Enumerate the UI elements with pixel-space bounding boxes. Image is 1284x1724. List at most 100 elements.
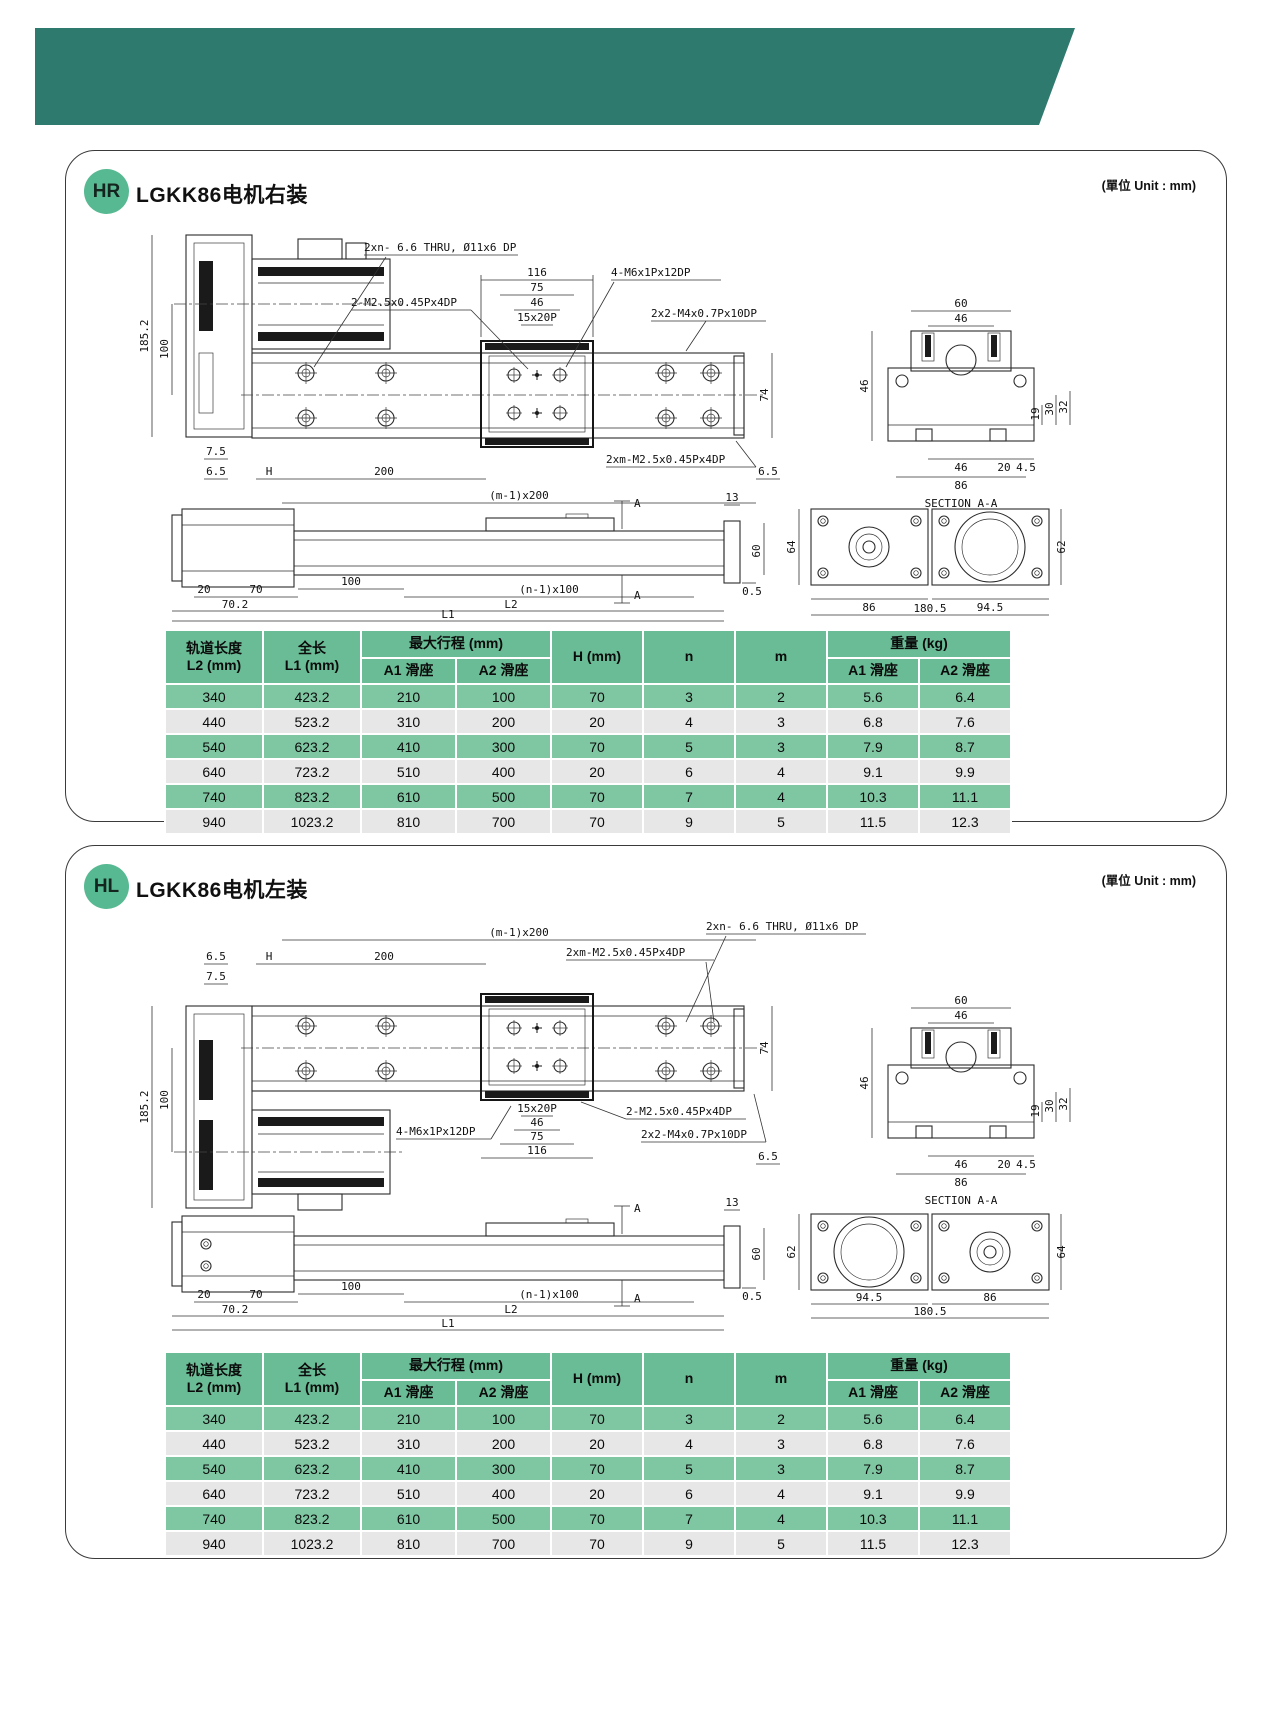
table-cell: 423.2 — [262, 683, 362, 710]
dim-label: 46 — [530, 1116, 543, 1129]
section-mark: A — [634, 1292, 641, 1305]
table-cell: 510 — [360, 1480, 457, 1507]
table-cell: 8.7 — [918, 1455, 1012, 1482]
dim-label: 70.2 — [222, 598, 249, 611]
dim-label: 64 — [1055, 1245, 1068, 1259]
table-cell: 940 — [164, 1530, 264, 1557]
dim-label: 19 — [1029, 1104, 1042, 1117]
hl-panel: HL LGKK86电机左装 (單位 Unit : mm) (m-1)x200 2… — [65, 845, 1227, 1559]
dim-label: 200 — [374, 465, 394, 478]
table-cell: 9.9 — [918, 1480, 1012, 1507]
table-cell: 940 — [164, 808, 264, 835]
table-cell: 70 — [550, 1505, 644, 1532]
dim-label: 94.5 — [856, 1291, 883, 1304]
col-header-h: H (mm) — [550, 629, 644, 685]
dim-label: 200 — [374, 950, 394, 963]
dim-label: 185.2 — [138, 319, 151, 352]
table-cell: 700 — [455, 808, 552, 835]
table-cell: 540 — [164, 1455, 264, 1482]
col-header-weight: 重量 (kg) — [826, 629, 1012, 659]
hl-plan-dimensions-top: (m-1)x200 200 6.5 H 7.5 2xn- 6.6 THRU, Ø… — [204, 920, 866, 1023]
table-cell: 6.8 — [826, 1430, 920, 1457]
col-header-a1-slider: A1 滑座 — [360, 657, 457, 685]
hl-title: LGKK86电机左装 — [136, 879, 308, 902]
dim-label: 46 — [954, 1009, 967, 1022]
dim-label: (n-1)x100 — [519, 1288, 579, 1301]
section-mark: A — [634, 1202, 641, 1215]
table-cell: 1023.2 — [262, 1530, 362, 1557]
dim-label: 19 — [1029, 407, 1042, 420]
table-cell: 70 — [550, 783, 644, 810]
table-cell: 3 — [734, 1430, 828, 1457]
top-banner — [35, 28, 1075, 125]
table-cell: 4 — [734, 758, 828, 785]
dim-label: 100 — [158, 339, 171, 359]
col-header-weight: 重量 (kg) — [826, 1351, 1012, 1381]
dim-label: 180.5 — [913, 1305, 946, 1318]
dim-label: 70.2 — [222, 1303, 249, 1316]
table-cell: 4 — [734, 783, 828, 810]
table-cell: 410 — [360, 1455, 457, 1482]
dim-label: H — [266, 950, 273, 963]
table-cell: 723.2 — [262, 1480, 362, 1507]
table-cell: 6.4 — [918, 1405, 1012, 1432]
table-cell: 6 — [642, 758, 736, 785]
dim-label: L2 — [504, 1303, 517, 1316]
dim-label: 86 — [983, 1291, 996, 1304]
dim-label: 15x20P — [517, 311, 557, 324]
col-header-max-stroke: 最大行程 (mm) — [360, 629, 552, 659]
table-cell: 100 — [455, 683, 552, 710]
dim-label: 6.5 — [206, 465, 226, 478]
col-header-a2-slider: A2 滑座 — [455, 1379, 552, 1407]
dim-label: 86 — [862, 601, 875, 614]
hl-plan-view — [174, 993, 766, 1211]
table-cell: 640 — [164, 1480, 264, 1507]
table-cell: 810 — [360, 1530, 457, 1557]
dim-label: 7.5 — [206, 445, 226, 458]
table-cell: 823.2 — [262, 1505, 362, 1532]
col-header-a2-slider: A2 滑座 — [455, 657, 552, 685]
table-cell: 9.9 — [918, 758, 1012, 785]
hl-unit-note: (單位 Unit : mm) — [1101, 874, 1196, 888]
callout-label: 4-M6x1Px12DP — [611, 266, 691, 279]
dim-label: L1 — [441, 1317, 454, 1330]
table-cell: 20 — [550, 1480, 644, 1507]
dim-label: (m-1)x200 — [489, 926, 549, 939]
table-cell: 6 — [642, 1480, 736, 1507]
table-cell: 200 — [455, 1430, 552, 1457]
table-cell: 410 — [360, 733, 457, 760]
table-cell: 540 — [164, 733, 264, 760]
dim-label: 32 — [1057, 1097, 1070, 1110]
col-header-a1-slider: A1 滑座 — [826, 657, 920, 685]
dim-label: 46 — [858, 1076, 871, 1089]
table-cell: 70 — [550, 808, 644, 835]
dim-label: 70 — [249, 583, 262, 596]
table-cell: 11.1 — [918, 783, 1012, 810]
table-cell: 500 — [455, 1505, 552, 1532]
table-cell: 70 — [550, 1405, 644, 1432]
dim-label: 20 — [197, 583, 210, 596]
dim-label: 30 — [1043, 1099, 1056, 1112]
table-cell: 5 — [734, 1530, 828, 1557]
table-cell: 400 — [455, 1480, 552, 1507]
col-header-a2-slider: A2 滑座 — [918, 657, 1012, 685]
table-cell: 70 — [550, 733, 644, 760]
dim-label: 60 — [750, 544, 763, 557]
table-cell: 310 — [360, 708, 457, 735]
col-header-a1-slider: A1 滑座 — [360, 1379, 457, 1407]
table-cell: 4 — [734, 1480, 828, 1507]
section-mark: A — [634, 497, 641, 510]
table-cell: 210 — [360, 683, 457, 710]
col-header-n: n — [642, 629, 736, 685]
